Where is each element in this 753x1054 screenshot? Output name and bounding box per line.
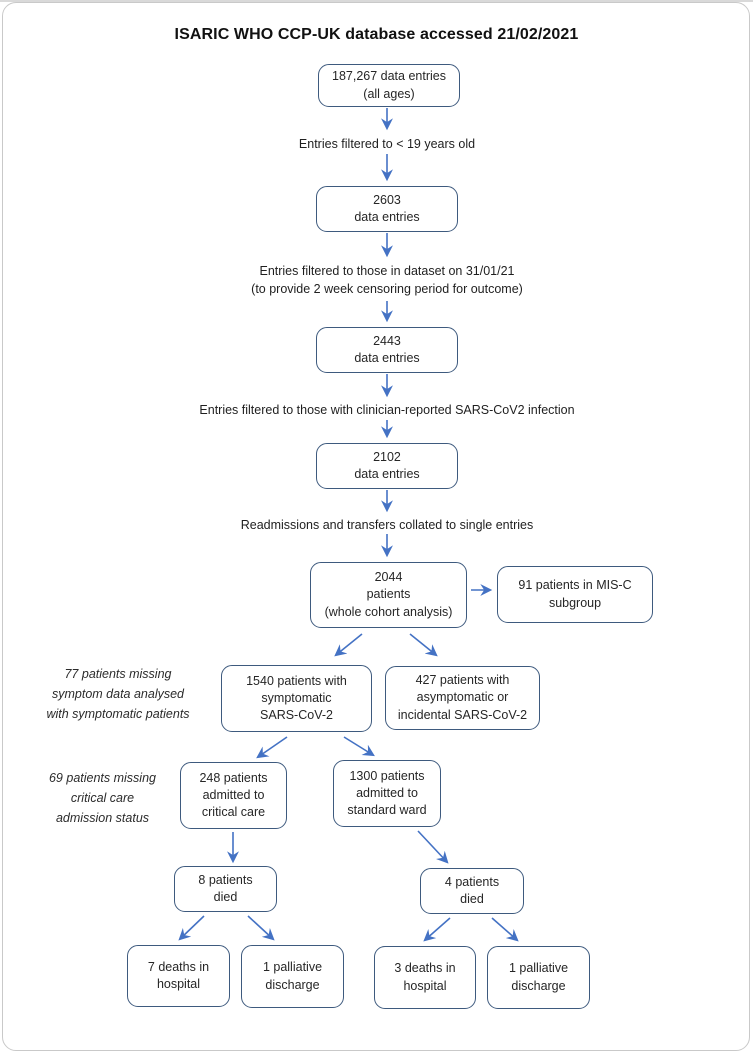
arrow-ward-died4	[417, 830, 449, 864]
node-2102-entries: 2102 data entries	[316, 443, 458, 489]
node-critical-care: 248 patients admitted to critical care	[180, 762, 287, 829]
filter-label-dataset-date: Entries filtered to those in dataset on …	[251, 264, 523, 296]
node-2044-patients: 2044 patients (whole cohort analysis)	[310, 562, 467, 628]
node-all-data-entries: 187,267 data entries (all ages)	[318, 64, 460, 107]
diagram-title: ISARIC WHO CCP-UK database accessed 21/0…	[174, 26, 579, 43]
node-1-palliative-right: 1 palliative discharge	[487, 946, 590, 1009]
node-asymptomatic: 427 patients with asymptomatic or incide…	[385, 666, 540, 730]
filter-label-readmissions: Readmissions and transfers collated to s…	[240, 518, 534, 532]
filter-label-clinician-reported: Entries filtered to those with clinician…	[199, 403, 575, 417]
node-1-palliative-left: 1 palliative discharge	[241, 945, 344, 1008]
arrow-2044-symptomatic	[334, 633, 363, 657]
note-missing-critical-care: 69 patients missing critical care admiss…	[48, 771, 156, 825]
node-4-died: 4 patients died	[420, 868, 524, 914]
node-7-deaths-hospital: 7 deaths in hospital	[127, 945, 230, 1007]
arrow-symptomatic-ward	[343, 736, 375, 757]
arrow-symptomatic-critical	[256, 736, 288, 759]
arrow-2044-asymptomatic	[409, 633, 438, 657]
node-2603-entries: 2603 data entries	[316, 186, 458, 232]
node-3-deaths-hospital: 3 deaths in hospital	[374, 946, 476, 1009]
node-misc-subgroup: 91 patients in MIS-C subgroup	[497, 566, 653, 623]
arrow-died8-palliative-a	[247, 915, 275, 941]
node-8-died: 8 patients died	[174, 866, 277, 912]
page-top-edge	[0, 0, 753, 2]
note-missing-symptom-data: 77 patients missing symptom data analyse…	[46, 667, 190, 721]
arrow-died4-palliative-b	[491, 917, 519, 942]
node-2443-entries: 2443 data entries	[316, 327, 458, 373]
arrow-died4-deaths3	[423, 917, 451, 942]
arrow-died8-deaths7	[178, 915, 205, 941]
node-symptomatic: 1540 patients with symptomatic SARS-CoV-…	[221, 665, 372, 732]
filter-label-under19: Entries filtered to < 19 years old	[298, 137, 476, 151]
node-standard-ward: 1300 patients admitted to standard ward	[333, 760, 441, 827]
